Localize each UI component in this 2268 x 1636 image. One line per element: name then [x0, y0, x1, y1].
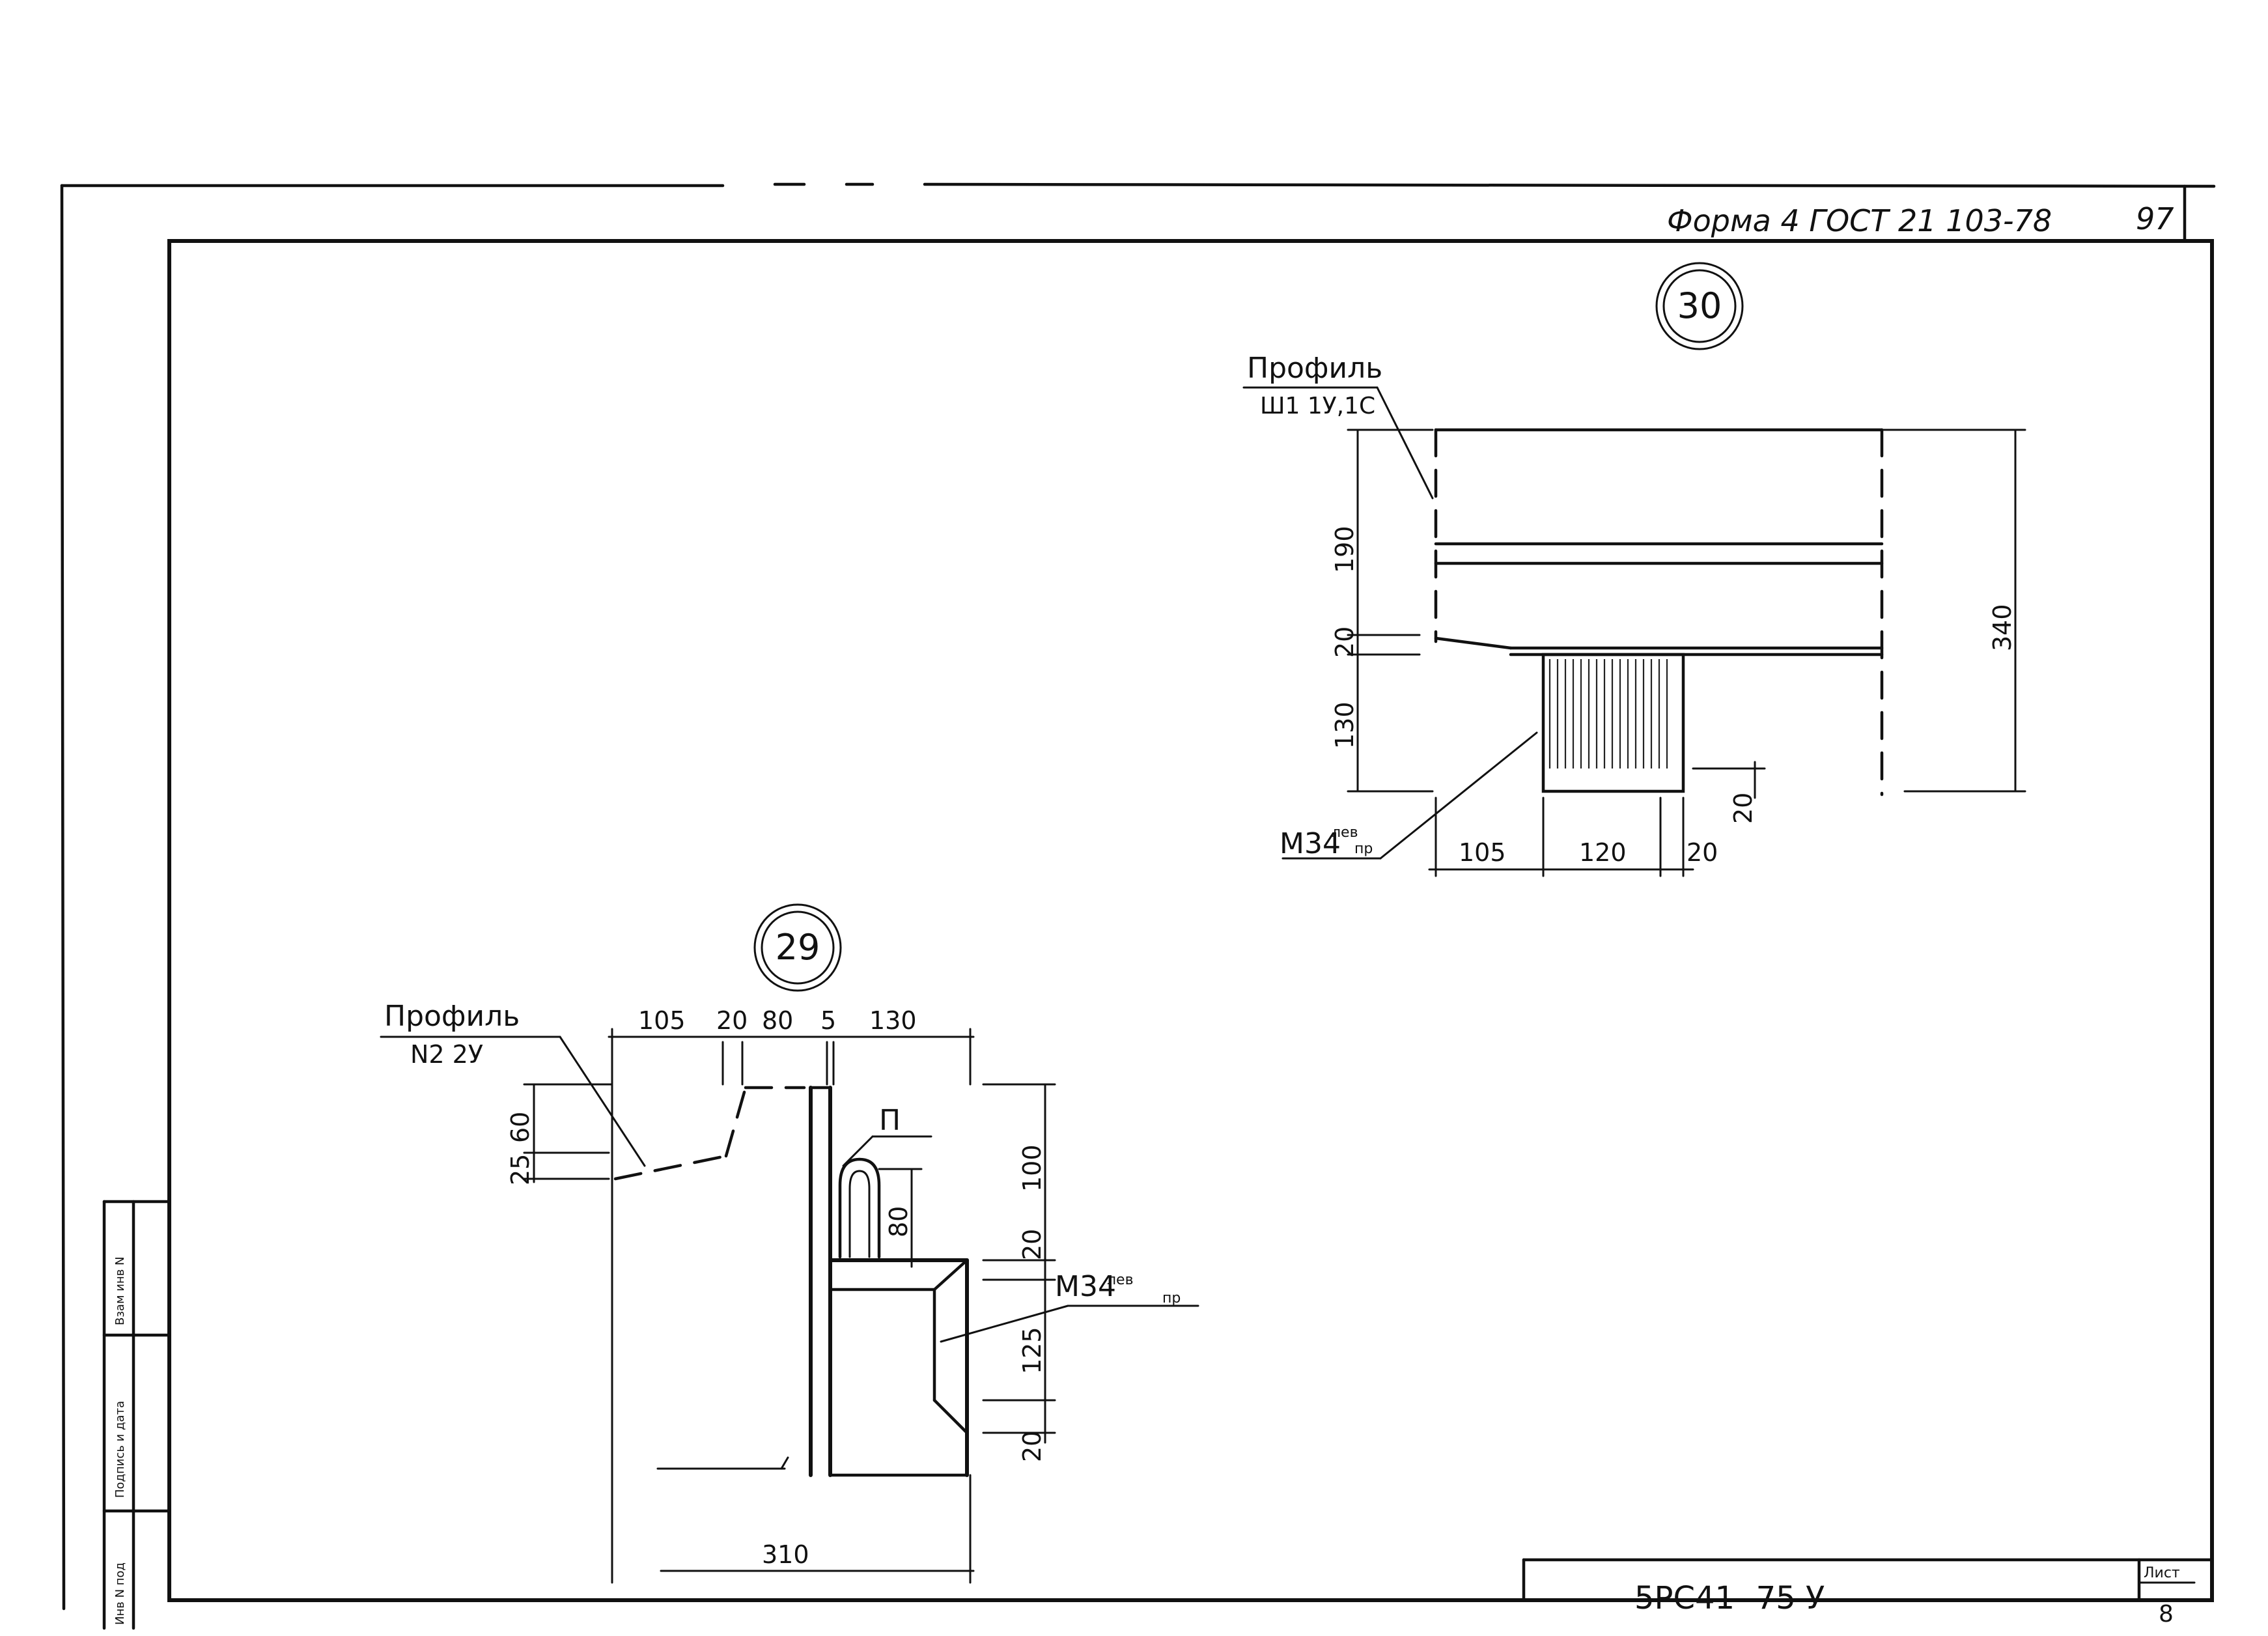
- detail-30-number: 30: [1677, 285, 1722, 326]
- detail-30-material-sup: лев: [1332, 825, 1358, 841]
- detail-29-clamp-chamfer: [932, 1398, 969, 1435]
- detail-30-dim-130: 130: [1330, 701, 1359, 749]
- detail-30-material-leader: [1379, 731, 1538, 860]
- side-stamp-signature-label: Подпись и дата: [113, 1401, 127, 1498]
- detail-30-material-label: М34: [1280, 827, 1341, 860]
- detail-29-dim-20a: 20: [1018, 1229, 1046, 1260]
- detail-30-profile-ref: Ш1 1У,1С: [1260, 393, 1375, 419]
- detail-29-hook-outer: [838, 1157, 881, 1259]
- outer-border-top-right: [923, 182, 2216, 188]
- detail-29-dim-125: 125: [1018, 1327, 1046, 1374]
- form-note: Форма 4 ГОСТ 21 103-78: [1667, 203, 2052, 238]
- detail-29-dim-20b: 20: [1018, 1431, 1046, 1462]
- detail-29-profile-ref: N2 2У: [410, 1040, 483, 1069]
- detail-29-part-label: П: [879, 1104, 901, 1137]
- detail-30-dim-340: 340: [1988, 604, 2017, 651]
- detail-30-pad: [1541, 653, 1685, 793]
- detail-29-base-break: [780, 1456, 789, 1470]
- side-stamp-replacement-label: Взам инв N: [113, 1256, 127, 1325]
- detail-29-profile-dashed: [613, 1154, 728, 1181]
- detail-29-bubble-outer: [753, 903, 842, 992]
- detail-30-dim-190: 190: [1330, 526, 1359, 573]
- detail-29-dim-80-inner: 80: [884, 1206, 913, 1237]
- detail-29-dim-20: 20: [716, 1006, 748, 1035]
- title-block: 5РС41- 75 У Лист 8: [1522, 1558, 2214, 1628]
- detail-29: 29 Профиль N2 2У 105 20 80 5 130 60 25: [380, 903, 1199, 1584]
- side-stamp-inventory-label: Инв N под: [113, 1562, 127, 1625]
- detail-30-dim-20-right: 20: [1687, 838, 1718, 867]
- detail-30-dim-120: 120: [1579, 838, 1627, 867]
- detail-30-dim-20: 20: [1330, 627, 1359, 658]
- detail-30-profile-label: Профиль: [1247, 352, 1382, 385]
- detail-30-material-sub: пр: [1354, 841, 1373, 857]
- detail-29-dim-5: 5: [820, 1006, 836, 1035]
- detail-29-profile-label: Профиль: [384, 1000, 520, 1033]
- detail-29-bubble-inner: [761, 910, 835, 985]
- side-stamp: Инв N под Подпись и дата Взам инв N: [102, 1200, 171, 1630]
- detail-30-dim-20-bottom: 20: [1729, 793, 1757, 824]
- detail-29-profile-leader: [559, 1036, 646, 1167]
- inner-drawing-frame: [167, 239, 2214, 1602]
- detail-29-material-sub: пр: [1162, 1290, 1181, 1306]
- detail-29-dim-105: 105: [638, 1006, 686, 1035]
- detail-29-material-leader: [940, 1305, 1069, 1343]
- detail-29-dim-100: 100: [1018, 1144, 1046, 1192]
- detail-29-dim-310: 310: [762, 1540, 809, 1569]
- outer-border-left: [60, 184, 66, 1611]
- detail-29-hook-inner: [848, 1170, 871, 1258]
- detail-30-pad-hatching: [1548, 659, 1668, 769]
- detail-29-dim-60: 60: [506, 1112, 535, 1143]
- detail-30-slope: [1434, 636, 1513, 650]
- detail-29-dim-130: 130: [869, 1006, 917, 1035]
- detail-30-bubble-inner: [1662, 269, 1737, 343]
- detail-29-part-leader: [842, 1135, 874, 1167]
- detail-30-profile-leader: [1376, 386, 1434, 500]
- detail-29-clamp-chamfer-top: [932, 1258, 969, 1291]
- detail-29-material-label: М34: [1055, 1270, 1116, 1303]
- detail-30-bubble-outer: [1655, 262, 1744, 350]
- detail-29-dim-80: 80: [762, 1006, 793, 1035]
- detail-29-dim-25: 25: [506, 1154, 535, 1185]
- sheet-frame: 97 Форма 4 ГОСТ 21 103-78: [60, 182, 2216, 1611]
- detail-29-profile-dashed: [724, 1086, 748, 1158]
- detail-29-material-sup: лев: [1107, 1272, 1134, 1288]
- detail-30-dim-105: 105: [1459, 838, 1506, 867]
- detail-29-number: 29: [776, 927, 820, 968]
- sheet-number: 8: [2159, 1601, 2174, 1628]
- detail-30: 30 Профиль Ш1 1У,1С: [1242, 262, 2026, 877]
- page-number: 97: [2136, 201, 2174, 236]
- sheet-label: Лист: [2144, 1565, 2180, 1581]
- document-code: 5РС41- 75 У: [1634, 1580, 1825, 1616]
